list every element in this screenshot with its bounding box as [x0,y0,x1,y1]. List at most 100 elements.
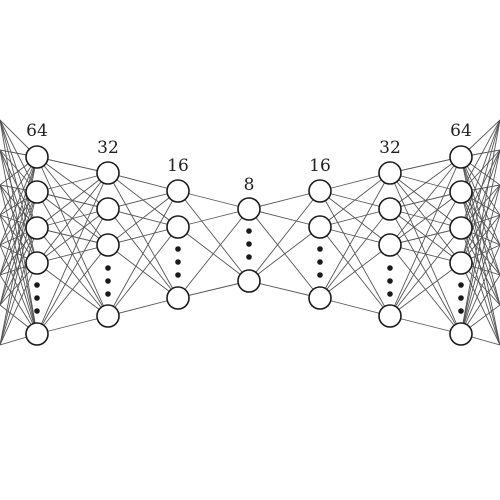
connection-edge-out [460,214,500,335]
connection-edge [248,190,321,210]
connection-edge-out [460,244,500,335]
connection-edge [389,227,462,317]
ellipsis-dot [34,295,40,301]
connection-edge [177,280,250,299]
connection-edge [389,262,462,317]
connection-edge [389,191,462,317]
connection-edge-out [460,119,500,264]
connection-edge [36,172,109,264]
neuron-node [25,322,49,346]
connection-edge [36,244,109,335]
connection-edge [319,244,391,299]
layer-size-label: 32 [379,138,401,158]
connection-edge-in [0,119,38,335]
ellipsis-dot [246,254,252,260]
neuron-node [237,269,261,293]
connection-edge [319,172,391,299]
connection-edge [248,208,321,228]
connection-edge [107,226,179,246]
connection-edge [36,156,109,174]
connection-edge [36,172,109,335]
connection-edge [389,156,462,317]
connection-edge [177,208,250,299]
layer-size-label: 16 [309,156,331,176]
neuron-node [25,180,49,204]
ellipsis-dot [387,291,393,297]
connection-edge-out [460,119,500,335]
neuron-node [378,304,402,328]
neuron-node [96,304,120,328]
layer-size-label: 16 [167,156,189,176]
neuron-node [96,233,120,257]
neuron-node [449,145,473,169]
layer-size-label: 64 [450,121,472,141]
connection-edge-in [0,149,38,335]
connection-edge-out [460,149,500,335]
ellipsis-dot [246,241,252,247]
ellipsis-dot [175,246,181,252]
connection-edge-in [0,184,38,264]
connection-edge [107,190,179,317]
connection-edge [319,172,391,228]
connection-edge [248,226,321,282]
ellipsis-dot [246,228,252,234]
connection-edge [248,280,321,299]
connection-edge-in [0,119,38,264]
neuron-node [308,179,332,203]
connection-edge [36,172,109,229]
neurons-group [25,145,473,346]
ellipsis-dot [175,272,181,278]
ellipsis-dot [458,308,464,314]
connection-edge-in [0,191,38,346]
connection-edge [107,172,179,192]
ellipsis-dot [317,259,323,265]
connection-edge [36,315,109,335]
connection-edge-in [0,149,38,264]
connection-edge-out [460,149,500,229]
connection-edge [389,156,462,246]
neuron-node [96,161,120,185]
connection-edge [319,208,391,228]
connection-edge-in [0,191,38,276]
connection-edge-in [0,149,38,229]
connection-edge [36,208,109,264]
ellipsis-dot [105,265,111,271]
neuron-node [308,286,332,310]
connection-edge [319,208,391,299]
neuron-node [25,216,49,240]
neuron-node [378,197,402,221]
connection-edge [36,172,109,193]
connection-edge [107,190,179,210]
neuron-node [378,233,402,257]
ellipsis-dot [317,272,323,278]
connection-edge-out [460,156,500,276]
connection-edge-out [460,149,500,264]
connection-edge-out [460,191,500,346]
neuron-node [166,215,190,239]
connection-edge-in [0,156,38,306]
connection-edge-out [460,156,500,246]
ellipsis-dot [317,246,323,252]
connection-edge-in [0,119,38,229]
ellipsis-dot [175,259,181,265]
connection-edge [389,315,462,335]
connection-edge-in [0,244,38,335]
neuron-node [166,286,190,310]
ellipsis-dot [34,282,40,288]
ellipsis-dot [105,278,111,284]
layer-size-label: 64 [26,121,48,141]
layer-size-label: 32 [97,138,119,158]
ellipsis-group [34,228,464,314]
ellipsis-dot [387,278,393,284]
connection-edge [319,297,391,317]
neuron-node [96,197,120,221]
connection-edge-in [0,214,38,335]
connection-edge-in [0,184,38,335]
neuron-node [449,180,473,204]
connection-edge [107,297,179,317]
connection-edge-in [0,227,38,346]
connection-edge-in [0,156,38,276]
neuron-node [308,215,332,239]
neuron-node [449,216,473,240]
